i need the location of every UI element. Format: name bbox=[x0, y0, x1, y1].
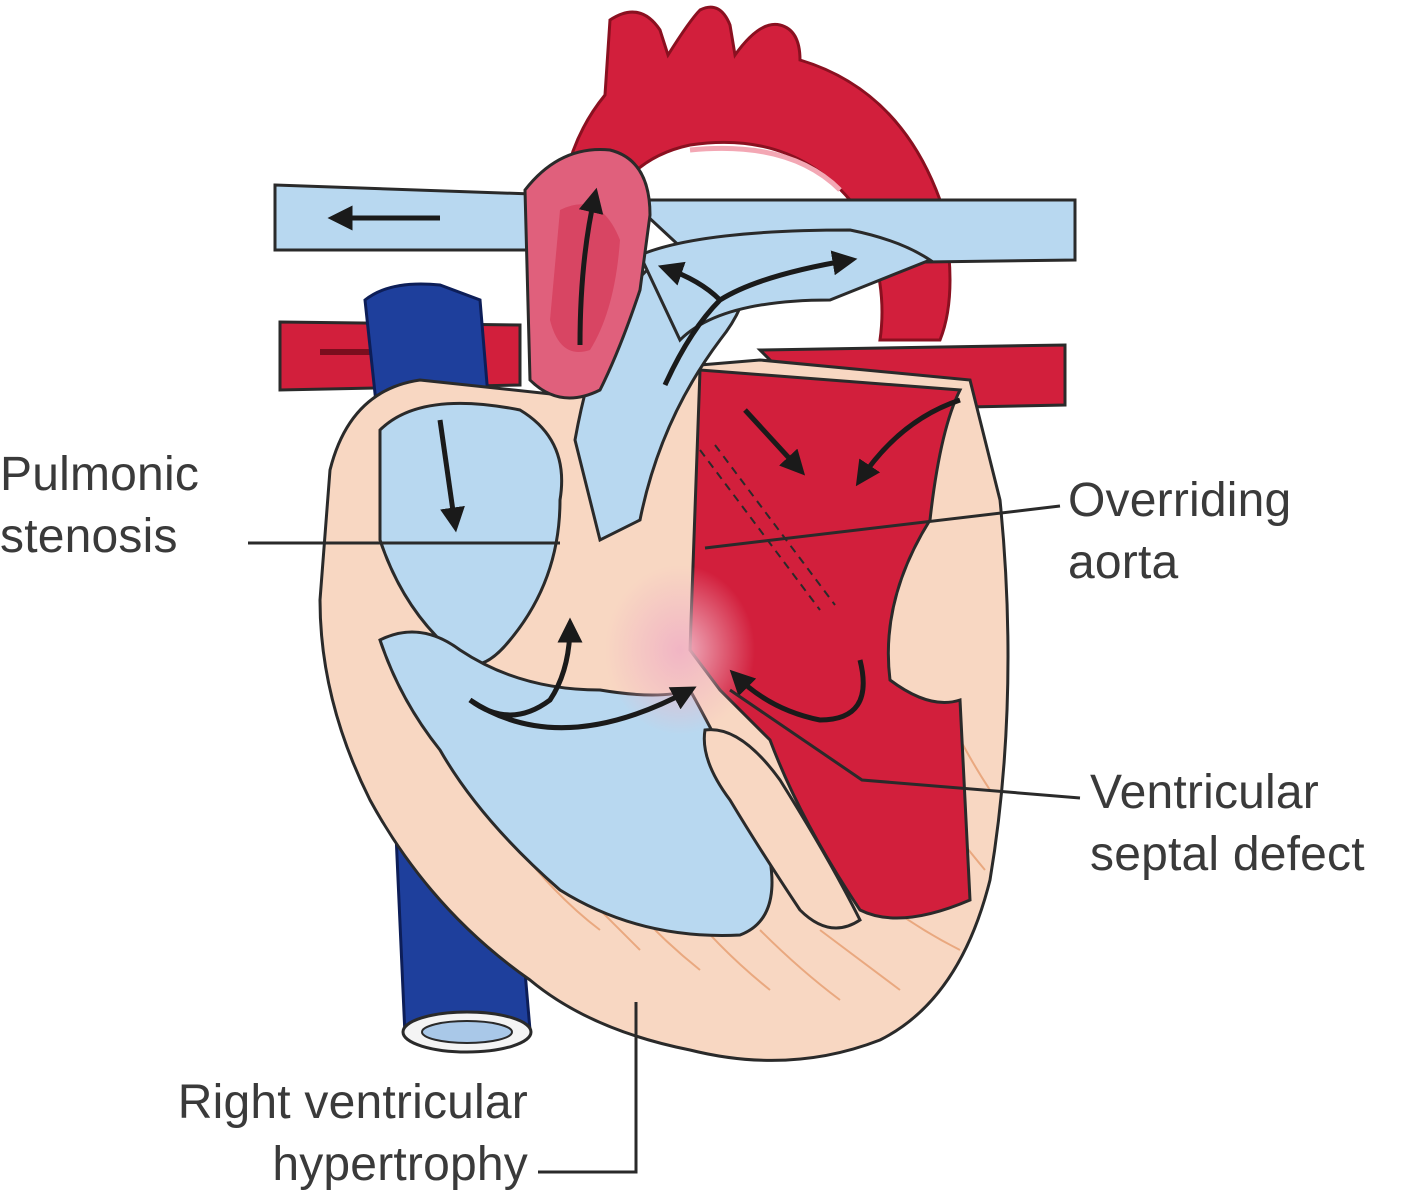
label-right-ventricular-hypertrophy: Right ventricular hypertrophy bbox=[0, 1072, 528, 1196]
label-rvh-line1: Right ventricular bbox=[177, 1076, 528, 1129]
flow-arrows bbox=[437, 187, 961, 731]
overriding-aorta-leader bbox=[704, 504, 1061, 550]
ventricular-septum bbox=[702, 728, 862, 930]
dashed-septum-outline bbox=[699, 444, 836, 611]
label-overriding-line2: aorta bbox=[1068, 536, 1179, 589]
rvh-leader bbox=[538, 1002, 638, 1174]
label-ventricular-septal-defect: Ventricular septal defect bbox=[1090, 762, 1365, 886]
vsd-leader bbox=[729, 688, 1081, 800]
label-pulmonic-stenosis: Pulmonic stenosis bbox=[0, 444, 236, 568]
label-rvh-line2: hypertrophy bbox=[272, 1138, 528, 1191]
label-pulmonic-line2: stenosis bbox=[0, 510, 178, 563]
aortic-root bbox=[523, 148, 652, 400]
label-pulmonic-line1: Pulmonic bbox=[0, 448, 200, 501]
label-vsd-line1: Ventricular bbox=[1090, 766, 1319, 819]
label-overriding-line1: Overriding bbox=[1068, 474, 1292, 527]
label-overriding-aorta: Overriding aorta bbox=[1068, 470, 1291, 594]
label-vsd-line2: septal defect bbox=[1090, 828, 1365, 881]
vsd-mixing-zone bbox=[605, 565, 755, 735]
leader-lines bbox=[248, 504, 1081, 1174]
